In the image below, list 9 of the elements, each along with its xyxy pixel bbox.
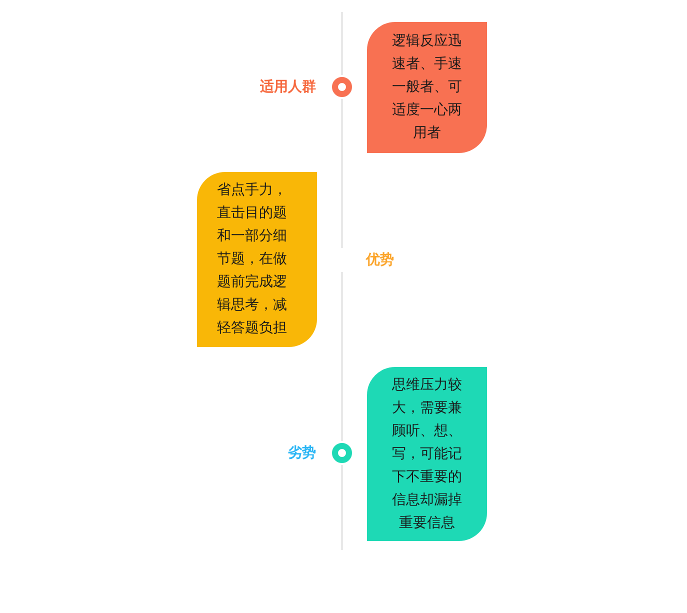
text-card [197,172,317,347]
timeline-heading: 适用人群 [260,78,316,96]
timeline-heading: 优势 [366,251,394,269]
card-text: 思维压力较大，需要兼顾听、想、写，可能记下不重要的信息却漏掉重要信息 [391,376,463,532]
timeline-heading: 劣势 [288,444,316,462]
card-text: 省点手力，直击目的题和一部分细节题，在做题前完成逻辑思考，减轻答题负担 [217,181,288,338]
text-card [367,367,487,541]
card-text: 逻辑反应迅速者、手速一般者、可适度一心两用者 [391,32,463,143]
text-card [367,22,487,153]
